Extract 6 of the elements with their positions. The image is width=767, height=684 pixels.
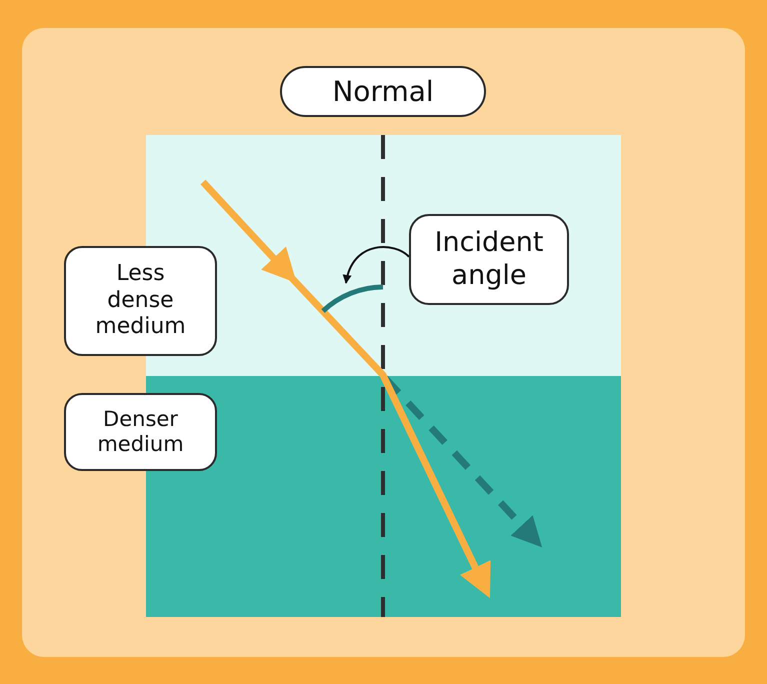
angle-arc (320, 284, 386, 314)
label-box: Less dense medium (64, 246, 217, 356)
label-box: Incident angle (409, 214, 569, 305)
label-box: Denser medium (64, 393, 217, 471)
label-box: Normal (280, 66, 486, 117)
leader-arrow (343, 246, 410, 284)
